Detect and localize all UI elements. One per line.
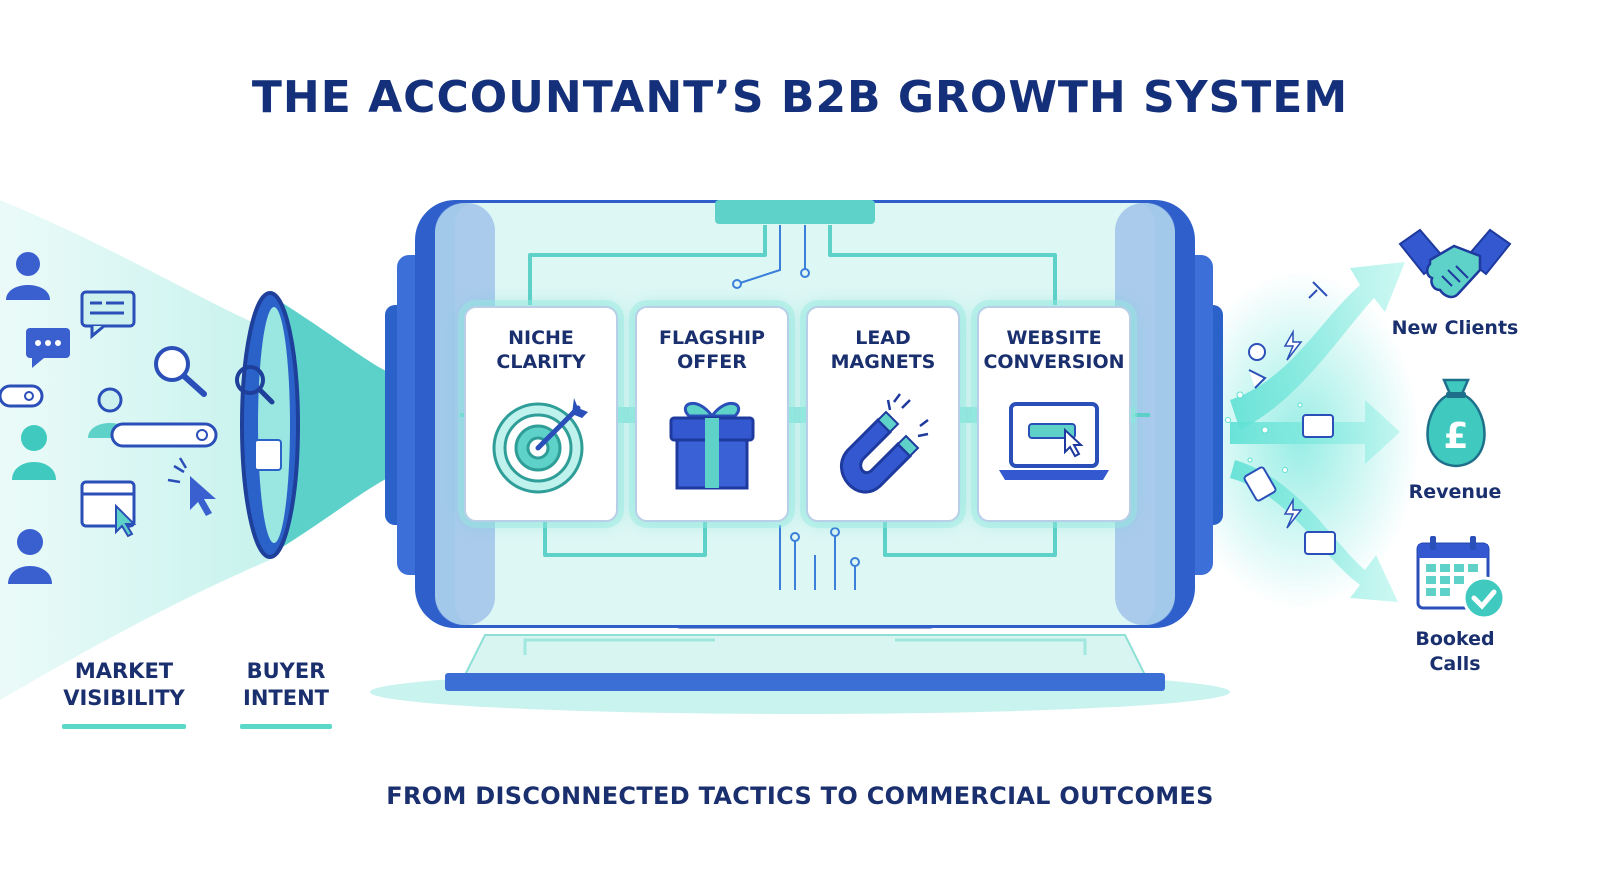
input-underline [62, 724, 186, 729]
search-bar-icon [0, 384, 44, 408]
stage-label: FLAGSHIP OFFER [659, 327, 765, 373]
message-card-icon [80, 290, 136, 340]
chat-bubble-icon [26, 328, 70, 368]
arrow-to-new-clients [1230, 262, 1405, 430]
money-bag-icon: £ [1426, 378, 1486, 468]
input-icons-cluster [0, 252, 218, 584]
outcome-label-revenue: Revenue [1408, 481, 1502, 503]
stage-card-lead-magnets: LEAD MAGNETS [806, 306, 960, 522]
stage-card-flagship-offer: FLAGSHIP OFFER [635, 306, 789, 522]
currency-symbol: £ [1443, 416, 1468, 457]
outcome-label-booked-calls: Booked Calls [1415, 628, 1495, 675]
input-label-text: MARKET VISIBILITY [63, 659, 185, 710]
magnifier-icon [154, 346, 207, 397]
page-title: THE ACCOUNTANT’S B2B GROWTH SYSTEM [251, 72, 1349, 123]
stage-label: NICHE CLARITY [496, 327, 586, 373]
person-teal-icon [12, 425, 56, 480]
gift-icon [669, 401, 755, 490]
stage-card-niche-clarity: NICHE CLARITY [464, 306, 618, 522]
calendar-check-icon [1416, 536, 1506, 620]
browser-click-icon [80, 480, 137, 538]
intake-funnel [235, 291, 420, 559]
outflow-icons [1243, 281, 1336, 555]
handshake-icon [1398, 228, 1512, 299]
person-icon [6, 252, 50, 300]
target-icon [492, 398, 588, 494]
page-subtitle: FROM DISCONNECTED TACTICS TO COMMERCIAL … [386, 782, 1214, 810]
input-label-text: BUYER INTENT [243, 659, 329, 710]
person-bottom-icon [8, 529, 52, 584]
stage-label: WEBSITE CONVERSION [983, 327, 1125, 373]
input-underline [240, 724, 332, 729]
outcome-label-new-clients: New Clients [1391, 317, 1519, 339]
laptop-click-icon [999, 402, 1109, 480]
magnet-icon [840, 393, 929, 494]
stage-label: LEAD MAGNETS [830, 327, 936, 373]
stage-card-website-conversion: WEBSITE CONVERSION [977, 306, 1131, 522]
cursor-click-icon [167, 457, 216, 516]
input-label-buyer-intent: BUYER INTENT [240, 631, 332, 756]
user-search-icon [88, 387, 218, 448]
input-stream [0, 200, 270, 700]
input-label-market-visibility: MARKET VISIBILITY [62, 631, 186, 756]
